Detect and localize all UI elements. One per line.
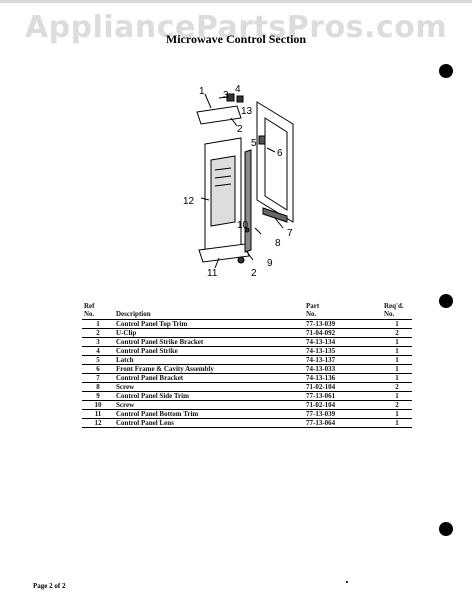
description-cell: Control Panel Strike <box>114 346 304 356</box>
callout-6: 6 <box>277 148 283 159</box>
page-top-edge <box>0 0 472 3</box>
part-no-cell: 74-13-137 <box>304 355 382 365</box>
ref-no-cell: 1 <box>82 319 114 329</box>
ref-no-cell: 3 <box>82 337 114 347</box>
latch-part <box>258 135 266 145</box>
ref-no-cell: 4 <box>82 346 114 356</box>
part-no-cell: 77-13-061 <box>304 391 382 401</box>
callout-9: 9 <box>267 258 273 269</box>
callout-2-bottom: 2 <box>251 268 257 279</box>
description-cell: Screw <box>114 382 304 392</box>
ref-no-cell: 7 <box>82 373 114 383</box>
speck-mark <box>346 581 348 583</box>
callout-4: 4 <box>235 84 241 95</box>
control-panel-side-trim-part <box>244 149 252 253</box>
callout-13: 13 <box>241 106 253 117</box>
ref-no-cell: 2 <box>82 328 114 338</box>
parts-list-table: Ref No. Description Part No. Req'd. No. … <box>82 302 412 428</box>
ref-no-cell: 8 <box>82 382 114 392</box>
description-cell: Control Panel Side Trim <box>114 391 304 401</box>
reqd-qty-cell: 1 <box>382 319 412 329</box>
control-panel-bottom-trim-part <box>198 243 250 263</box>
description-cell: Control Panel Top Trim <box>114 319 304 329</box>
part-no-cell: 77-13-064 <box>304 418 382 428</box>
reqd-qty-cell: 1 <box>382 418 412 428</box>
callout-12: 12 <box>183 196 195 207</box>
part-no-cell: 74-13-134 <box>304 337 382 347</box>
reqd-qty-cell: 2 <box>382 400 412 410</box>
callout-2-top: 2 <box>237 124 243 135</box>
callout-7: 7 <box>287 228 293 239</box>
header-description: Description <box>114 302 304 320</box>
description-cell: Control Panel Bracket <box>114 373 304 383</box>
description-cell: U-Clip <box>114 328 304 338</box>
callout-3: 3 <box>223 90 229 101</box>
description-cell: Latch <box>114 355 304 365</box>
part-no-cell: 77-13-039 <box>304 409 382 419</box>
part-no-cell: 71-02-104 <box>304 400 382 410</box>
control-panel-top-trim-part <box>196 105 242 125</box>
part-no-cell: 71-02-104 <box>304 382 382 392</box>
header-reqd-no: Req'd. No. <box>382 302 412 320</box>
part-no-cell: 74-13-136 <box>304 373 382 383</box>
description-cell: Control Panel Strike Bracket <box>114 337 304 347</box>
binder-hole-middle <box>439 294 453 308</box>
reqd-qty-cell: 1 <box>382 409 412 419</box>
part-no-cell: 74-13-135 <box>304 346 382 356</box>
callout-5: 5 <box>251 138 257 149</box>
ref-no-cell: 5 <box>82 355 114 365</box>
reqd-qty-cell: 1 <box>382 364 412 374</box>
part-no-cell: 74-13-033 <box>304 364 382 374</box>
ref-no-cell: 11 <box>82 409 114 419</box>
description-cell: Front Frame & Cavity Assembly <box>114 364 304 374</box>
callout-11: 11 <box>207 268 218 279</box>
callout-10: 10 <box>237 220 249 231</box>
description-cell: Control Panel Lens <box>114 418 304 428</box>
part-no-cell: 77-13-039 <box>304 319 382 329</box>
control-panel-lens-part <box>210 155 236 227</box>
exploded-parts-diagram: 1 2 3 4 13 5 6 7 8 9 10 12 11 2 <box>183 84 294 279</box>
reqd-qty-cell: 2 <box>382 382 412 392</box>
screw-part <box>237 256 245 264</box>
ref-no-cell: 12 <box>82 418 114 428</box>
binder-hole-top <box>439 64 453 78</box>
reqd-qty-cell: 1 <box>382 346 412 356</box>
header-ref-no: Ref No. <box>82 302 114 320</box>
callout-8: 8 <box>275 238 281 249</box>
watermark: AppliancePartsPros.com <box>24 10 448 45</box>
page-footer: Page 2 of 2 <box>33 582 66 590</box>
control-panel-bracket-part <box>262 207 288 223</box>
reqd-qty-cell: 1 <box>382 355 412 365</box>
ref-no-cell: 9 <box>82 391 114 401</box>
strike-part <box>236 95 244 103</box>
reqd-qty-cell: 2 <box>382 328 412 338</box>
callout-1: 1 <box>199 86 205 97</box>
reqd-qty-cell: 1 <box>382 373 412 383</box>
ref-no-cell: 10 <box>82 400 114 410</box>
table-header-row: Ref No. Description Part No. Req'd. No. <box>82 302 412 320</box>
description-cell: Screw <box>114 400 304 410</box>
page-title: Microwave Control Section <box>165 32 307 46</box>
reqd-qty-cell: 1 <box>382 337 412 347</box>
binder-hole-bottom <box>439 522 453 536</box>
reqd-qty-cell: 1 <box>382 391 412 401</box>
ref-no-cell: 6 <box>82 364 114 374</box>
part-no-cell: 71-04-092 <box>304 328 382 338</box>
description-cell: Control Panel Bottom Trim <box>114 409 304 419</box>
header-part-no: Part No. <box>304 302 382 320</box>
